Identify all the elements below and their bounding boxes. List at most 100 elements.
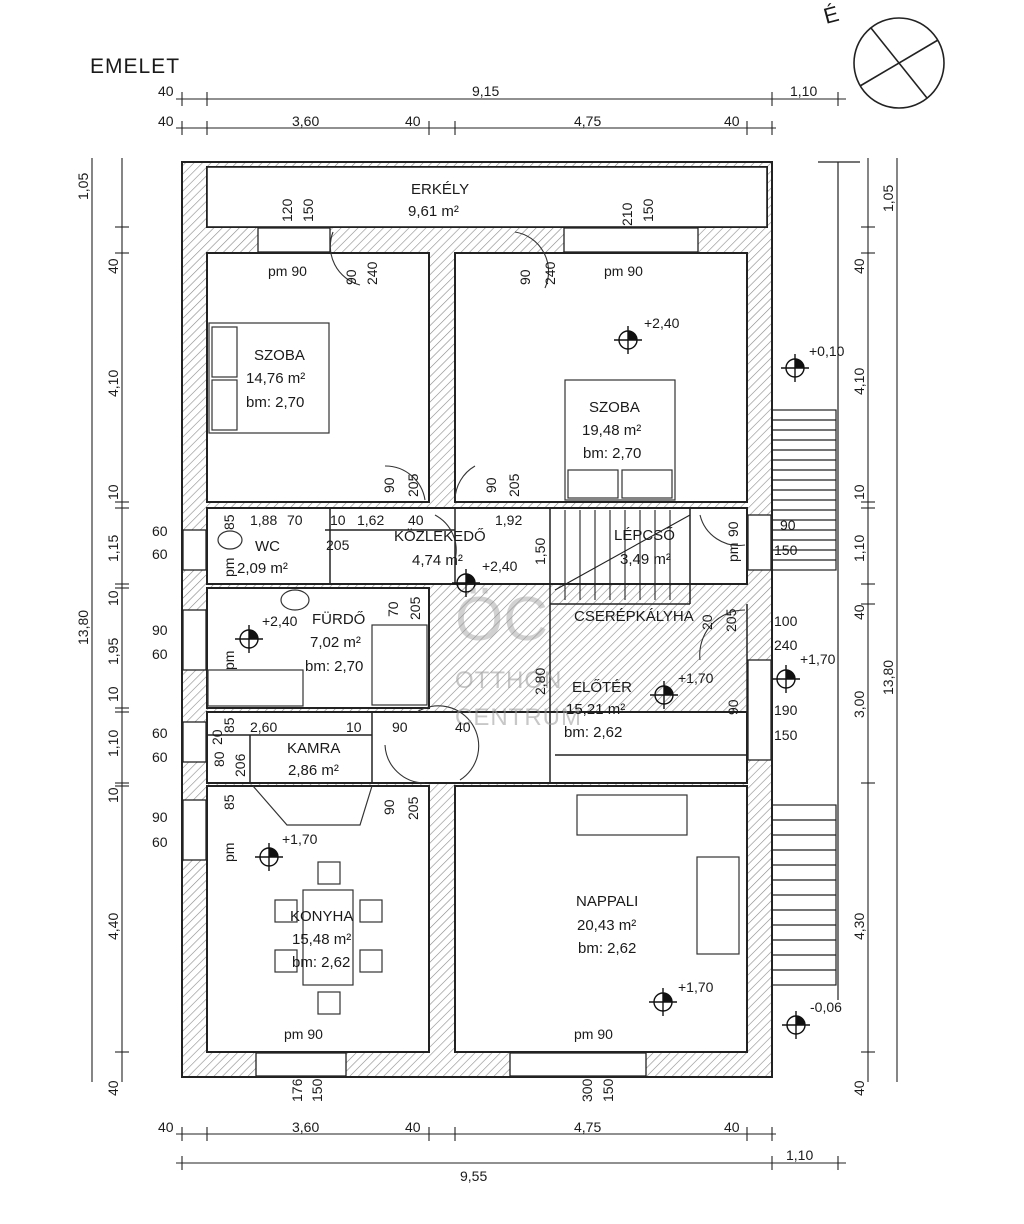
dim-top: 40 xyxy=(405,113,421,129)
dim-left: 1,05 xyxy=(75,173,91,200)
room-height: bm: 2,62 xyxy=(564,724,622,741)
dim-bottom: 4,75 xyxy=(574,1119,601,1135)
opening-label: pm xyxy=(221,558,237,577)
room-cserepkalyha: CSERÉPKÁLYHA xyxy=(574,608,694,625)
opening-label: 90 xyxy=(152,622,168,638)
opening-label: 60 xyxy=(152,749,168,765)
dim-right: 3,00 xyxy=(851,691,867,718)
opening-label: 60 xyxy=(152,546,168,562)
opening-label: pm xyxy=(221,843,237,862)
wall-outline xyxy=(181,161,773,1078)
dim-right: 40 xyxy=(851,604,867,620)
partitions xyxy=(207,508,748,783)
room-name: LÉPCSŐ xyxy=(614,527,675,544)
room-name: KONYHA xyxy=(290,908,353,925)
opening-label: 90 xyxy=(725,521,741,537)
opening-label: 90 xyxy=(483,477,499,493)
room-area: 14,76 m² xyxy=(246,370,305,387)
dim-left: 4,10 xyxy=(105,370,121,397)
level-labels: +2,40 +0,10 +2,40 +2,40 +1,70 +1,70 +1,7… xyxy=(262,315,845,1015)
opening-label: 205 xyxy=(407,596,423,620)
room-area: 15,48 m² xyxy=(292,931,351,948)
opening-label: 85 xyxy=(221,794,237,810)
level-label: +1,70 xyxy=(282,831,318,847)
room-nappali: NAPPALI 20,43 m² bm: 2,62 xyxy=(576,893,638,957)
dim-bottom: 40 xyxy=(724,1119,740,1135)
level-label: +2,40 xyxy=(644,315,680,331)
dim-bottom: 3,60 xyxy=(292,1119,319,1135)
level-marker-fills xyxy=(249,331,805,1025)
opening-label: 100 xyxy=(774,613,798,629)
opening-label: 90 xyxy=(392,719,408,735)
room-area: 9,61 m² xyxy=(408,203,459,220)
opening-label: 150 xyxy=(774,542,798,558)
room-szoba-right: SZOBA 19,48 m² bm: 2,70 xyxy=(582,399,641,462)
level-label: +2,40 xyxy=(482,558,518,574)
dim-left: 10 xyxy=(105,484,121,500)
opening-label: 240 xyxy=(542,261,558,285)
dim-left: 4,40 xyxy=(105,913,121,940)
plan-title: EMELET xyxy=(90,55,180,78)
dim-top: 3,60 xyxy=(292,113,319,129)
dim-bottom: 40 xyxy=(158,1119,174,1135)
room-name: WC xyxy=(255,538,280,555)
dim-right: 1,05 xyxy=(880,185,896,212)
room-name: CSERÉPKÁLYHA xyxy=(574,608,694,625)
room-kamra: KAMRA 2,86 m² xyxy=(287,740,340,779)
room-name: SZOBA xyxy=(589,399,640,416)
furniture xyxy=(207,322,740,1015)
dimension-labels-left: 1,05 40 4,10 10 1,15 10 1,95 10 1,10 10 … xyxy=(75,173,121,1096)
opening-label: 205 xyxy=(405,473,421,497)
opening-label: 205 xyxy=(326,537,350,553)
dimension-labels-right: 1,05 40 4,10 10 1,10 40 3,00 4,30 40 13,… xyxy=(851,185,896,1096)
dim-top: 9,15 xyxy=(472,83,499,99)
opening-label: 210 xyxy=(619,202,635,226)
dim-left: 40 xyxy=(105,1080,121,1096)
opening-label: 240 xyxy=(774,637,798,653)
room-area: 2,86 m² xyxy=(288,762,339,779)
dim-bottom: 40 xyxy=(405,1119,421,1135)
inner-stair xyxy=(554,510,691,600)
opening-label: 80 xyxy=(211,751,227,767)
room-area: 4,74 m² xyxy=(412,552,463,569)
opening-label: 190 xyxy=(774,702,798,718)
dim-bottom: 1,10 xyxy=(786,1147,813,1163)
opening-label: 300 xyxy=(579,1078,595,1102)
dim-bottom: 9,55 xyxy=(460,1168,487,1184)
level-label: +1,70 xyxy=(800,651,836,667)
room-height: bm: 2,70 xyxy=(305,658,363,675)
dim-left: 13,80 xyxy=(75,610,91,645)
dim-right: 4,30 xyxy=(851,913,867,940)
room-area: 15,21 m² xyxy=(566,701,625,718)
doors xyxy=(329,231,746,784)
room-name: KAMRA xyxy=(287,740,340,757)
dimension-labels-top: 40 9,15 1,10 40 3,60 40 4,75 40 xyxy=(158,83,817,129)
dimension-labels-bottom: 40 3,60 40 4,75 40 9,55 1,10 xyxy=(158,1119,813,1184)
level-label: +1,70 xyxy=(678,979,714,995)
dim-right: 40 xyxy=(851,1080,867,1096)
room-kozlekedo: KÖZLEKEDŐ 4,74 m² xyxy=(394,527,486,569)
opening-label: 1,62 xyxy=(357,512,384,528)
room-height: bm: 2,70 xyxy=(246,394,304,411)
opening-label: pm 90 xyxy=(268,263,307,279)
level-label: +2,40 xyxy=(262,613,298,629)
dim-right: 4,10 xyxy=(851,368,867,395)
dim-left: 40 xyxy=(105,258,121,274)
watermark-line2: CENTRUM xyxy=(455,704,582,731)
room-erkely: ERKÉLY 9,61 m² xyxy=(408,181,469,220)
opening-label: 1,92 xyxy=(495,512,522,528)
room-height: bm: 2,62 xyxy=(292,954,350,971)
dim-left: 10 xyxy=(105,787,121,803)
opening-label: 40 xyxy=(455,719,471,735)
opening-label: 150 xyxy=(300,198,316,222)
opening-label: 150 xyxy=(309,1078,325,1102)
dim-left: 10 xyxy=(105,590,121,606)
opening-label: 205 xyxy=(405,796,421,820)
room-eloter: ELŐTÉR 15,21 m² bm: 2,62 xyxy=(564,679,632,741)
opening-label: 40 xyxy=(408,512,424,528)
staircase xyxy=(771,161,860,1000)
opening-label: 1,50 xyxy=(532,538,548,565)
opening-label: 120 xyxy=(279,198,295,222)
opening-label: 90 xyxy=(152,809,168,825)
room-height: bm: 2,62 xyxy=(578,940,636,957)
